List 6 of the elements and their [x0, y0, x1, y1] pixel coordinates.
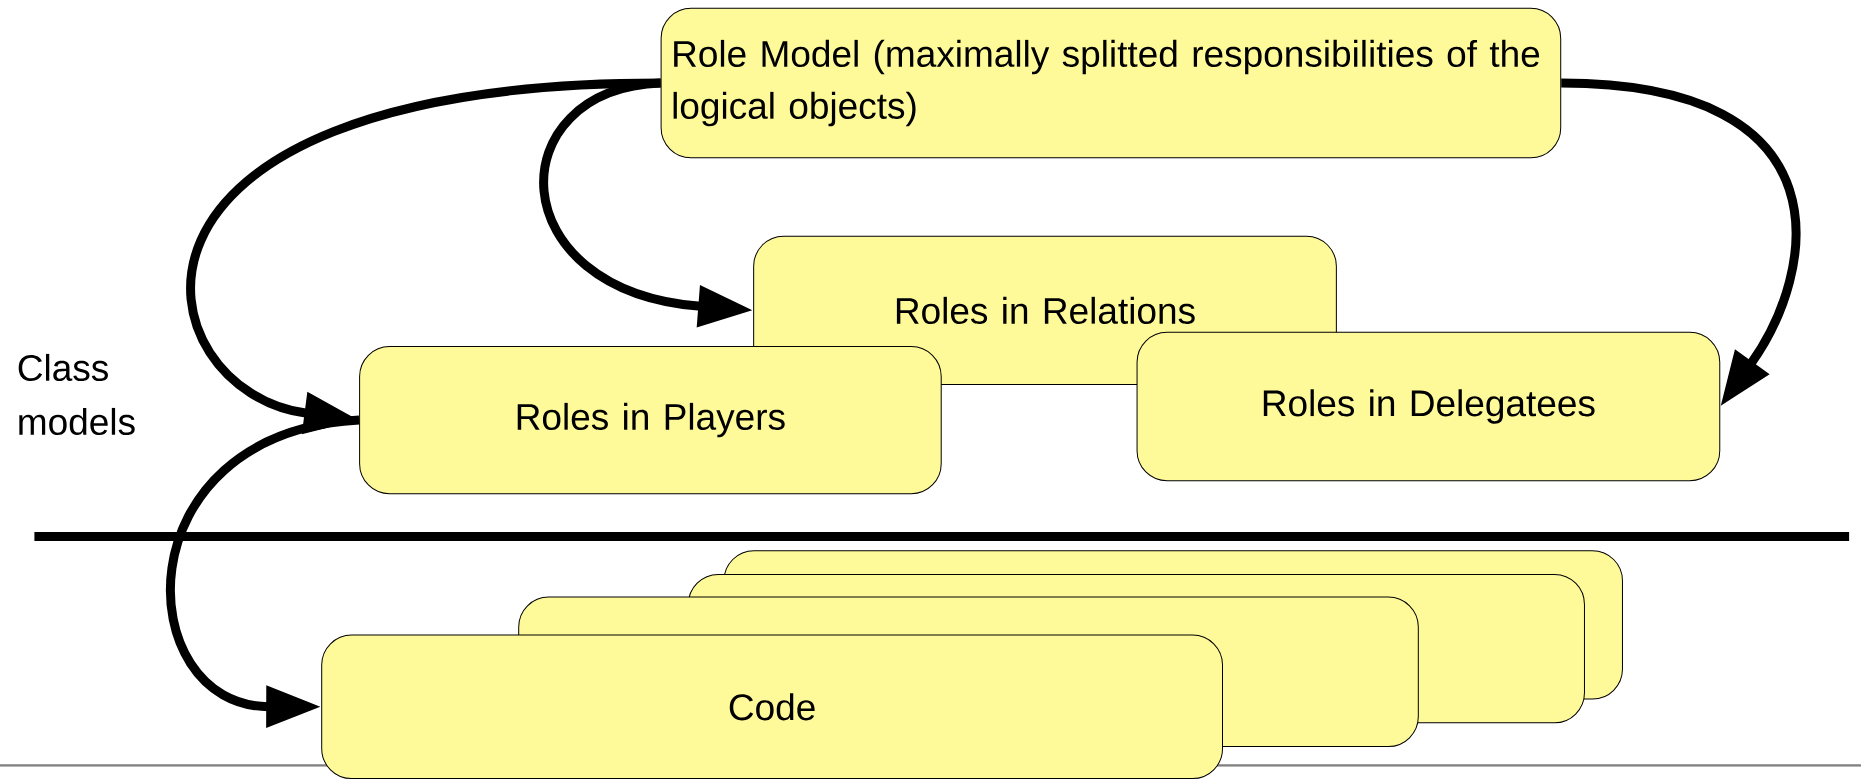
code-box: Code — [321, 634, 1223, 780]
role-box: Roles in Players — [359, 346, 942, 495]
side-label: Class models — [18, 353, 135, 436]
node-label: Code — [729, 693, 815, 721]
role-box: Role Model (maximally splitted responsibilities of the logical objects) — [660, 7, 1562, 159]
role-box: Roles in Delegatees — [1136, 331, 1721, 482]
